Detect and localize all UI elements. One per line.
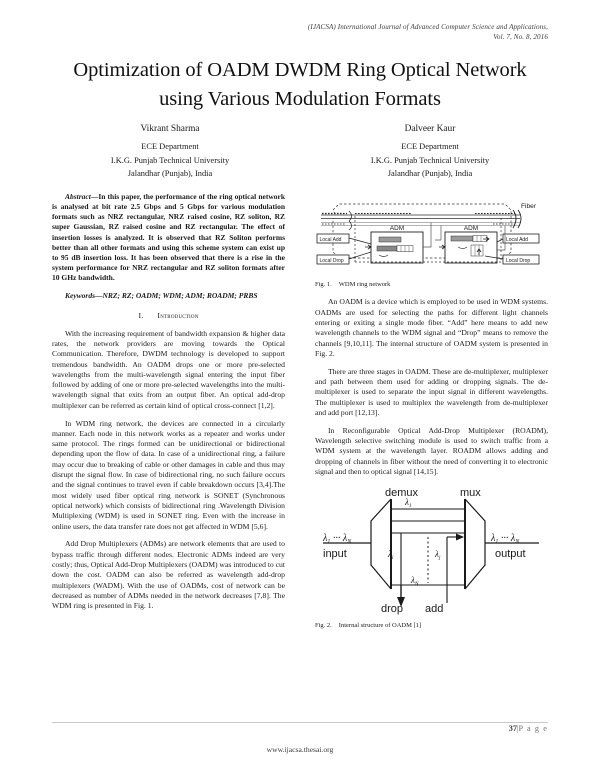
author-name: Dalveer Kaur xyxy=(404,124,456,134)
paragraph: In WDM ring network, the devices are con… xyxy=(52,418,285,531)
journal-volume-line: Vol. 7, No. 8, 2016 xyxy=(493,33,548,42)
section-title: Introduction xyxy=(157,311,199,321)
figure-2-caption-text: Internal structure of OADM [1] xyxy=(338,621,422,629)
wdm-ring-network-diagram: ADM ADM Fiber Local Add Local Drop Local… xyxy=(316,203,540,265)
oadm-internal-structure-diagram: demux mux λ1 ··· λN input λ1 ··· λN outp… xyxy=(322,487,539,615)
fig1-label-adm-right: ADM xyxy=(464,225,478,232)
author-location: Jalandhar (Punjab), India xyxy=(127,169,213,179)
fig2-label-drop: drop xyxy=(381,603,403,615)
section-number: I. xyxy=(138,311,144,321)
fig2-label-lambda-add: λj xyxy=(434,549,441,561)
figure-2-label: Fig. 2. xyxy=(315,621,332,629)
fig2-label-input: input xyxy=(323,548,347,560)
fig1-label-local-drop-right: Local Drop xyxy=(506,258,530,264)
abstract-lead: Abstract— xyxy=(65,192,99,201)
author-name: Vikrant Sharma xyxy=(140,124,200,134)
paragraph: There are three stages in OADM. These ar… xyxy=(315,366,548,417)
fig1-label-fiber: Fiber xyxy=(521,203,537,210)
fig1-label-local-add-left: Local Add xyxy=(320,237,342,243)
page-separator: | xyxy=(516,724,519,733)
keywords-text: NRZ; RZ; OADM; WDM; ADM; ROADM; PRBS xyxy=(102,291,258,301)
fig1-label-adm-left: ADM xyxy=(390,225,404,232)
figure-2-caption: Fig. 2. Internal structure of OADM [1] xyxy=(315,622,548,630)
author-department: ECE Department xyxy=(141,142,199,152)
author-block-1: Vikrant Sharma ECE Department I.K.G. Pun… xyxy=(52,122,288,181)
fig2-label-lambda-drop: λi xyxy=(387,549,394,561)
footer-divider xyxy=(52,722,548,723)
fig1-label-local-drop-left: Local Drop xyxy=(320,258,344,264)
figure-1-caption-text: WDM ring network xyxy=(338,281,391,288)
fig2-label-output: output xyxy=(495,548,526,560)
fig2-label-mux: mux xyxy=(460,487,481,499)
author-department: ECE Department xyxy=(401,142,459,152)
paragraph: With the increasing requirement of bandw… xyxy=(52,328,285,410)
paragraph: An OADM is a device which is employed to… xyxy=(315,297,548,358)
abstract: Abstract—In this paper, the performance … xyxy=(52,192,285,283)
journal-running-head: (IJACSA) International Journal of Advanc… xyxy=(218,22,548,43)
paragraph: In Reconfigurable Optical Add-Drop Multi… xyxy=(315,425,548,476)
fig2-label-add: add xyxy=(425,603,443,615)
author-location: Jalandhar (Punjab), India xyxy=(387,169,473,179)
figure-1-label: Fig. 1. xyxy=(315,281,332,288)
keywords: Keywords—NRZ; RZ; OADM; WDM; ADM; ROADM;… xyxy=(52,291,285,301)
fig2-label-lambda-bottom: λN xyxy=(410,575,419,587)
section-heading-introduction: I. Introduction xyxy=(52,311,285,321)
fig2-label-demux: demux xyxy=(385,487,419,499)
author-list: Vikrant Sharma ECE Department I.K.G. Pun… xyxy=(52,122,548,181)
page-number-footer: 37|P a g e xyxy=(509,724,548,733)
page-word: P a g e xyxy=(518,724,548,733)
abstract-text: In this paper, the performance of the ri… xyxy=(52,192,285,282)
left-column: Abstract—In this paper, the performance … xyxy=(52,192,285,619)
figure-1-caption: Fig. 1. WDM ring network xyxy=(315,281,548,289)
figure-2: demux mux λ1 ··· λN input λ1 ··· λN outp… xyxy=(315,485,548,630)
paragraph: Add Drop Multiplexers (ADMs) are network… xyxy=(52,539,286,611)
figure-1: ADM ADM Fiber Local Add Local Drop Local… xyxy=(315,192,548,289)
author-university: I.K.G. Punjab Technical University xyxy=(110,155,230,165)
fig2-label-lambda-input: λ1 ··· λN xyxy=(322,533,352,545)
figure-2-image: demux mux λ1 ··· λN input λ1 ··· λN outp… xyxy=(315,485,548,617)
fig1-label-local-add-right: Local Add xyxy=(506,237,528,243)
footer-website: www.ijacsa.thesai.org xyxy=(266,745,334,754)
page-number: 37 xyxy=(508,724,517,733)
author-university: I.K.G. Punjab Technical University xyxy=(370,155,490,165)
author-block-2: Dalveer Kaur ECE Department I.K.G. Punja… xyxy=(312,122,548,181)
fig2-label-lambda-top: λ1 xyxy=(404,497,412,509)
keywords-lead: Keywords— xyxy=(65,291,103,301)
paper-title: Optimization of OADM DWDM Ring Optical N… xyxy=(73,59,527,111)
figure-1-image: ADM ADM Fiber Local Add Local Drop Local… xyxy=(315,192,548,276)
fig2-label-lambda-output: λ1 ··· λN xyxy=(490,533,520,545)
journal-name-line: (IJACSA) International Journal of Advanc… xyxy=(307,23,548,31)
right-column: ADM ADM Fiber Local Add Local Drop Local… xyxy=(315,192,548,638)
